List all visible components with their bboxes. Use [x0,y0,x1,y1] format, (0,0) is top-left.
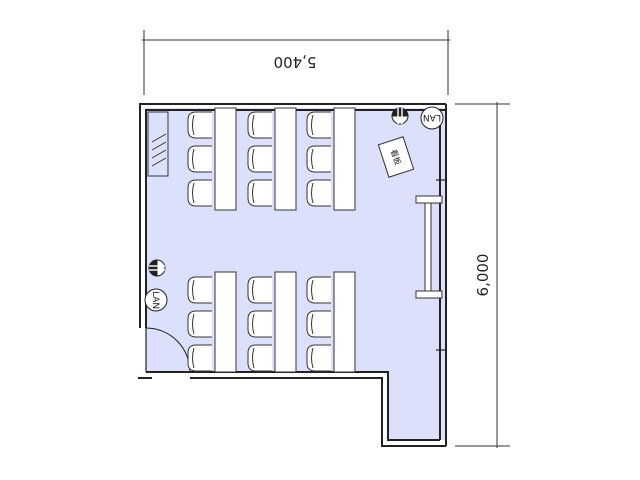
desk [333,271,356,373]
desk [333,107,356,211]
chair [247,344,272,372]
chair [247,310,272,338]
note-board: 看板 [377,136,415,178]
power-outlet-icon [391,107,409,125]
chair [187,145,212,173]
chairs [187,111,331,372]
chair [247,111,272,139]
chair [187,179,212,207]
chair [306,111,331,139]
chair [306,310,331,338]
desk [274,271,297,373]
width-dimension: 5,400 [142,30,450,95]
chair [306,145,331,173]
chair [247,145,272,173]
chair [187,276,212,304]
desk-group-top [214,107,356,211]
whiteboard [415,195,443,299]
chair [306,344,331,372]
lan-outlet-icon: LAN [144,288,168,312]
chair [247,276,272,304]
width-dimension-label: 5,400 [274,53,317,71]
lan-outlet-icon: LAN [420,106,444,130]
desk [214,271,237,373]
depth-dimension: 6,000 [455,102,510,448]
chair [187,310,212,338]
note-board-label: 看板 [389,148,403,166]
desk-group-bottom [214,271,356,373]
chair [306,276,331,304]
lan-outlet-label: LAN [150,291,160,309]
power-outlet-icon [148,259,166,277]
chair [187,344,212,372]
shelf [147,111,169,177]
right-wall-ticks [436,179,446,351]
chair [306,179,331,207]
desk [274,107,297,211]
chair [187,111,212,139]
depth-dimension-label: 6,000 [474,254,492,297]
chair [247,179,272,207]
lan-outlet-label: LAN [423,112,441,122]
desk [214,107,237,211]
